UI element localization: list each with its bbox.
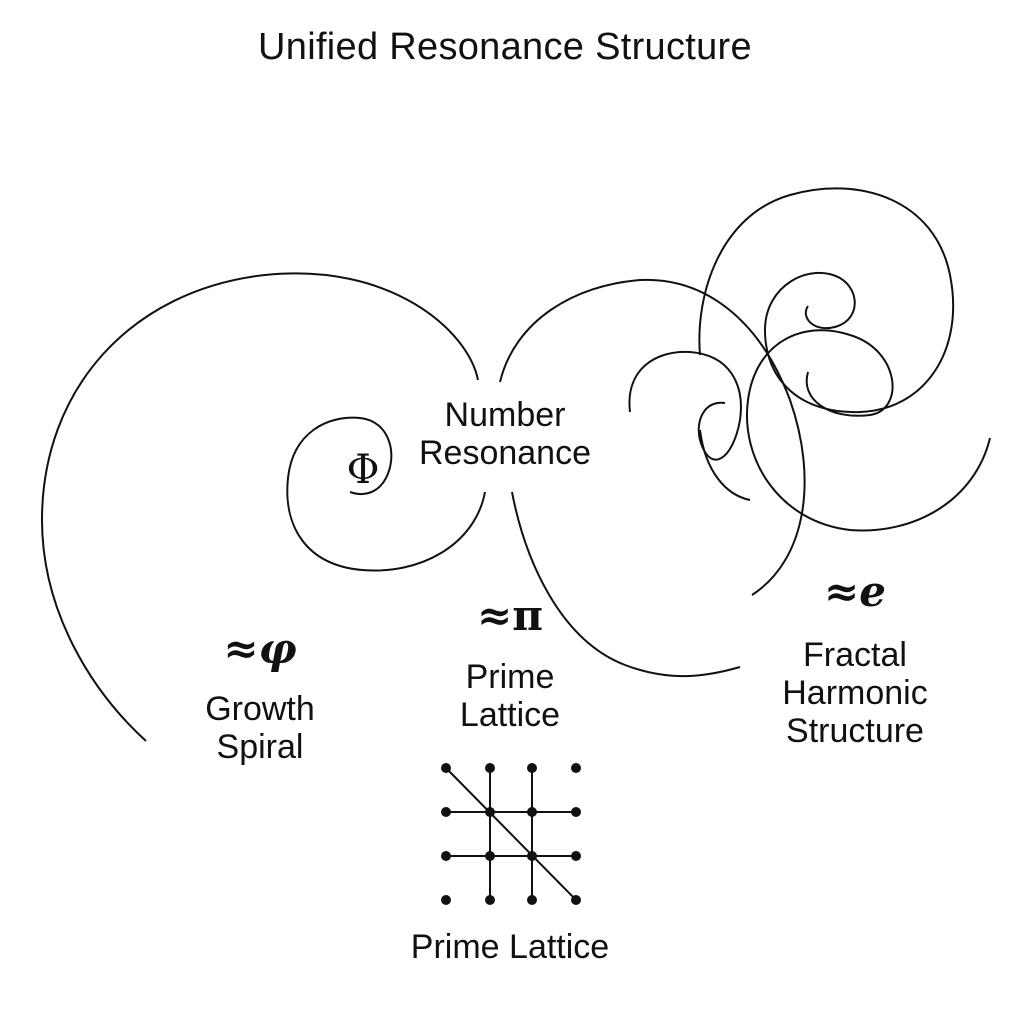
number-resonance-label: Number Resonance [400,396,610,472]
growth-spiral-inner-curve [286,416,486,572]
lattice-node [527,895,537,905]
lattice-node [571,763,581,773]
fractal-line1: Fractal [803,636,907,674]
number-resonance-line2: Resonance [418,434,591,473]
lattice-node [485,807,495,817]
number-resonance-line1: Number [444,396,566,434]
fractal-spiral-swirl [699,429,751,501]
lattice-node [441,851,451,861]
lattice-node [527,763,537,773]
growth-spiral-label: Growth Spiral [175,690,345,766]
growth-spiral-line2: Spiral [216,728,304,767]
fractal-line2: Harmonic [782,674,928,713]
lattice-node [441,763,451,773]
lattice-node [527,807,537,817]
prime-lattice-line1: Prime [465,658,555,696]
lattice-node [485,763,495,773]
lattice-node [485,851,495,861]
fractal-harmonic-label: Fractal Harmonic Structure [760,636,950,750]
phi-symbol: Φ [346,447,380,493]
prime-lattice-caption: Prime Lattice [410,928,610,966]
fractal-spiral-top [698,187,955,414]
fractal-spiral-inner [628,350,742,461]
pi-arc [499,278,806,596]
lattice-node [441,895,451,905]
lattice-node [441,807,451,817]
growth-spiral-curve [40,272,479,742]
lattice-node [571,807,581,817]
prime-lattice-label: Prime Lattice [420,658,600,734]
growth-spiral-line1: Growth [205,690,315,728]
lattice-line-diagonal [445,767,577,901]
growth-phi-symbol: ≈φ [223,624,297,673]
fractal-e-symbol: ≈e [824,567,886,616]
fractal-spiral-outer [746,329,991,532]
lattice-node [571,851,581,861]
prime-lattice-line2: Lattice [459,696,561,735]
page-title: Unified Resonance Structure [258,26,752,68]
lattice-node [527,851,537,861]
lattice-node [571,895,581,905]
lattice-node [485,895,495,905]
fractal-line3: Structure [786,712,924,751]
prime-lattice [441,763,581,905]
prime-pi-symbol: ≈π [477,591,543,640]
pi-arc-lower [511,491,741,678]
